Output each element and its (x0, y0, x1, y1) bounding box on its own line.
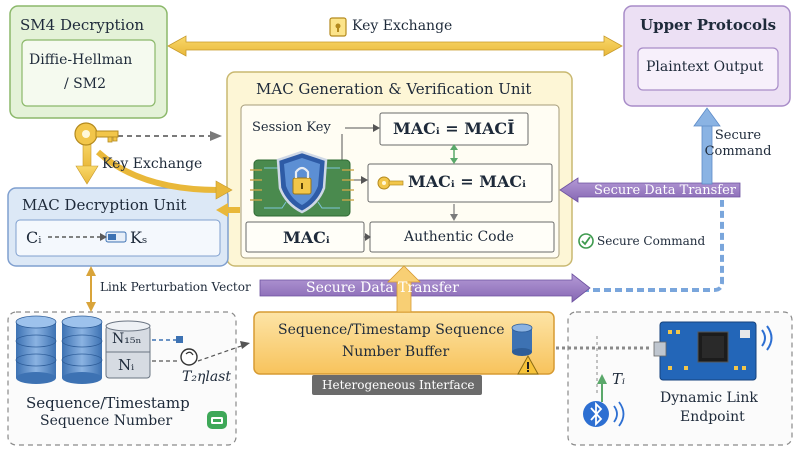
endpoint-line2: Endpoint (680, 409, 745, 425)
sm4-inner-line1: Diffie-Hellman (29, 52, 133, 68)
shield-lock-chip-icon (250, 150, 354, 217)
eq-mid-box (367, 163, 553, 203)
key-icon (74, 122, 119, 146)
decrypt-to-mac-arrow (216, 203, 240, 217)
eq-verify-arrows (450, 144, 458, 221)
endpoint-line1: Dynamic Link (660, 390, 758, 406)
key-to-mac-arrow (95, 149, 233, 200)
link-vector-label: Link Perturbation Vector (100, 280, 251, 294)
secure-command-check-label: Secure Command (597, 234, 706, 248)
right-secure-transfer-arrow (559, 177, 741, 203)
mac-i-label: MACᵢ (283, 228, 330, 247)
authentic-code-label: Authentic Code (404, 229, 514, 245)
heterogeneous-interface-bar (312, 375, 482, 395)
mac-decryption-title: MAC Decryption Unit (22, 196, 187, 214)
top-key-exchange-label: Key Exchange (352, 18, 453, 34)
sm4-inner-box (21, 39, 156, 107)
cipher-key-icon (105, 231, 127, 243)
upper-protocols-title: Upper Protocols (640, 16, 777, 34)
right-secure-transfer-label: Secure Data Transfer (594, 183, 736, 198)
seq-caption-line2: Sequence Number (40, 413, 173, 429)
cipher-arrowhead (100, 233, 107, 241)
buffer-database-icon (511, 323, 533, 356)
ks-label: Kₛ (130, 228, 148, 247)
buffer-up-arrow (387, 265, 421, 313)
small-key-icon (377, 176, 404, 190)
secure-command-text: Secure Command (704, 128, 772, 159)
left-key-exchange-label: Key Exchange (102, 156, 203, 172)
database-icon (15, 315, 151, 384)
sm4-down-arrow (75, 139, 99, 185)
n1-label: N₁₅ₙ (112, 331, 142, 347)
check-icon (578, 233, 594, 249)
eq-top-label: MACᵢ = MACĪ (393, 119, 515, 138)
lock-icon (329, 17, 347, 37)
ni-label: Nᵢ (118, 356, 135, 374)
endpoint-blue-dashed-path (560, 200, 724, 292)
plaintext-output-label: Plaintext Output (646, 59, 764, 75)
ti-label: Tᵢ (612, 370, 626, 388)
warning-icon (517, 354, 539, 375)
t-label: T₂ηlast (182, 369, 231, 385)
mac-unit-title: MAC Generation & Verification Unit (256, 80, 532, 98)
storage-badge-icon (207, 411, 227, 429)
key-dashed-arrow (118, 131, 222, 141)
ci-label: Cᵢ (26, 228, 42, 247)
bluetooth-icon (583, 401, 625, 427)
buffer-line2: Number Buffer (342, 344, 450, 360)
secure-command-up-arrow (693, 107, 721, 185)
sm4-title: SM4 Decryption (20, 16, 145, 34)
buffer-line1: Sequence/Timestamp Sequence (278, 322, 505, 338)
circuit-board-icon (653, 321, 773, 381)
secure-command-label: Secure Command (700, 128, 776, 160)
seq-dashed-arrows (152, 336, 250, 362)
endpoint-arrows (556, 336, 650, 402)
heterogeneous-interface-label: Heterogeneous Interface (322, 378, 475, 392)
middle-secure-transfer-arrow (259, 273, 591, 303)
plaintext-inner-box (637, 47, 779, 91)
seq-caption-line1: Sequence/Timestamp (26, 394, 190, 412)
sync-icon (180, 348, 198, 366)
sm4-inner-line2: / SM2 (64, 76, 106, 92)
session-key-label: Session Key (252, 120, 331, 135)
link-vector-arrow (86, 266, 96, 312)
middle-secure-transfer-label: Secure Data Transfer (306, 280, 459, 296)
eq-mid-label: MACᵢ = MACᵢ (408, 172, 526, 191)
top-key-exchange-arrow (167, 35, 623, 57)
